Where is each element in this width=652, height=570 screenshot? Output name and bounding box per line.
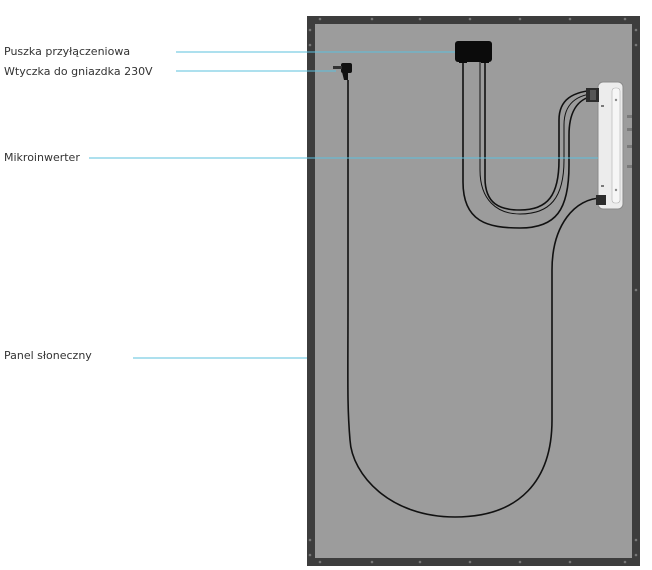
junction-box xyxy=(455,41,492,63)
frame-rivets xyxy=(308,17,638,564)
label-junction-box: Puszka przyłączeniowa xyxy=(4,45,131,58)
dc-cables xyxy=(462,58,601,229)
leader-lines xyxy=(89,51,598,359)
label-solar-panel: Panel słoneczny xyxy=(4,349,92,362)
label-plug: Wtyczka do gniazdka 230V xyxy=(4,65,153,78)
solar-panel xyxy=(315,24,632,558)
ac-cable xyxy=(347,80,603,518)
label-microinverter: Mikroinwerter xyxy=(4,151,80,164)
plug xyxy=(333,63,352,80)
microinverter xyxy=(586,81,632,210)
